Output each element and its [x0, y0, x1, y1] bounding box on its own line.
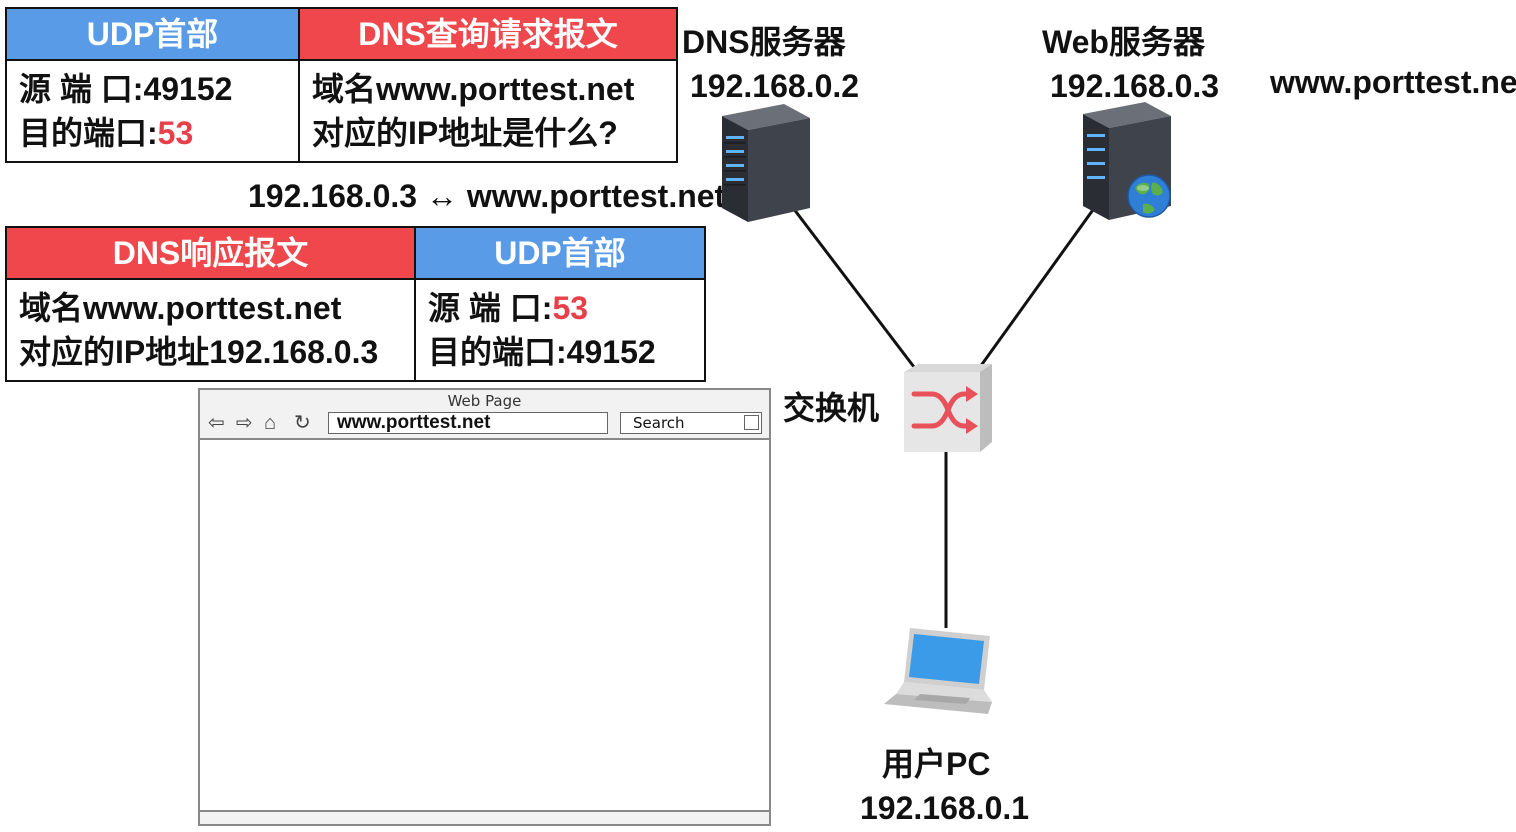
- home-icon[interactable]: ⌂: [264, 412, 277, 434]
- link-web-switch: [978, 206, 1097, 368]
- web-server-ip: 192.168.0.3: [1050, 68, 1220, 104]
- web-server-icon: [1083, 102, 1171, 220]
- dns-mapping: 192.168.0.3 ↔ www.porttest.net: [248, 178, 726, 214]
- dns-response-packet: DNS响应报文 UDP首部 域名www.porttest.net 对应的IP地址…: [5, 226, 706, 382]
- response-udp-ports: 源 端 口:53 目的端口:49152: [416, 280, 704, 380]
- web-server-domain: www.porttest.net: [1270, 64, 1516, 100]
- pc-ip: 192.168.0.1: [860, 790, 1030, 826]
- search-icon[interactable]: [744, 415, 759, 430]
- search-placeholder: Search: [633, 414, 685, 432]
- query-dst-port: 53: [157, 115, 194, 151]
- dns-server-icon: [722, 104, 810, 222]
- response-dns-body: 域名www.porttest.net 对应的IP地址192.168.0.3: [7, 280, 414, 380]
- address-bar[interactable]: www.porttest.net: [328, 412, 608, 434]
- query-dns-label: DNS查询请求报文: [300, 9, 676, 61]
- globe-icon: [1127, 174, 1171, 218]
- response-udp-header-label: UDP首部: [416, 228, 704, 280]
- laptop-icon: [884, 628, 992, 714]
- browser-window: Web Page ⇦ ⇨ ⌂ ↻ www.porttest.net Search: [198, 388, 771, 826]
- response-dst-port: 49152: [566, 334, 656, 370]
- link-dns-switch: [785, 199, 916, 368]
- dns-server-ip: 192.168.0.2: [690, 68, 860, 104]
- web-server-name: Web服务器: [1042, 24, 1205, 60]
- query-dst-port-label: 目的端口:: [19, 115, 158, 151]
- response-dns-label: DNS响应报文: [7, 228, 414, 280]
- switch-icon: [904, 364, 992, 452]
- browser-status-bar: [200, 810, 769, 824]
- query-udp-header-label: UDP首部: [7, 9, 298, 61]
- response-src-port-label: 源 端 口:: [428, 290, 553, 326]
- switch-name: 交换机: [783, 390, 880, 426]
- response-line1: 域名www.porttest.net: [19, 290, 342, 326]
- response-src-port: 53: [552, 290, 589, 326]
- dns-query-packet: UDP首部 DNS查询请求报文 源 端 口:49152 目的端口:53 域名ww…: [5, 7, 678, 163]
- query-dns-body: 域名www.porttest.net 对应的IP地址是什么?: [300, 61, 676, 161]
- browser-title: Web Page: [447, 392, 522, 410]
- refresh-icon[interactable]: ↻: [294, 412, 311, 434]
- response-dst-port-label: 目的端口:: [428, 334, 567, 370]
- back-icon[interactable]: ⇦: [208, 412, 225, 434]
- forward-icon[interactable]: ⇨: [236, 412, 253, 434]
- dns-server-name: DNS服务器: [682, 24, 846, 60]
- pc-name: 用户PC: [882, 746, 991, 782]
- query-src-port: 49152: [143, 71, 233, 107]
- query-line1: 域名www.porttest.net: [312, 71, 635, 107]
- query-line2: 对应的IP地址是什么?: [312, 115, 618, 151]
- query-udp-ports: 源 端 口:49152 目的端口:53: [7, 61, 298, 161]
- response-line2: 对应的IP地址192.168.0.3: [19, 334, 379, 370]
- browser-toolbar: Web Page ⇦ ⇨ ⌂ ↻ www.porttest.net Search: [200, 390, 769, 440]
- search-input[interactable]: Search: [620, 412, 762, 434]
- query-src-port-label: 源 端 口:: [19, 71, 144, 107]
